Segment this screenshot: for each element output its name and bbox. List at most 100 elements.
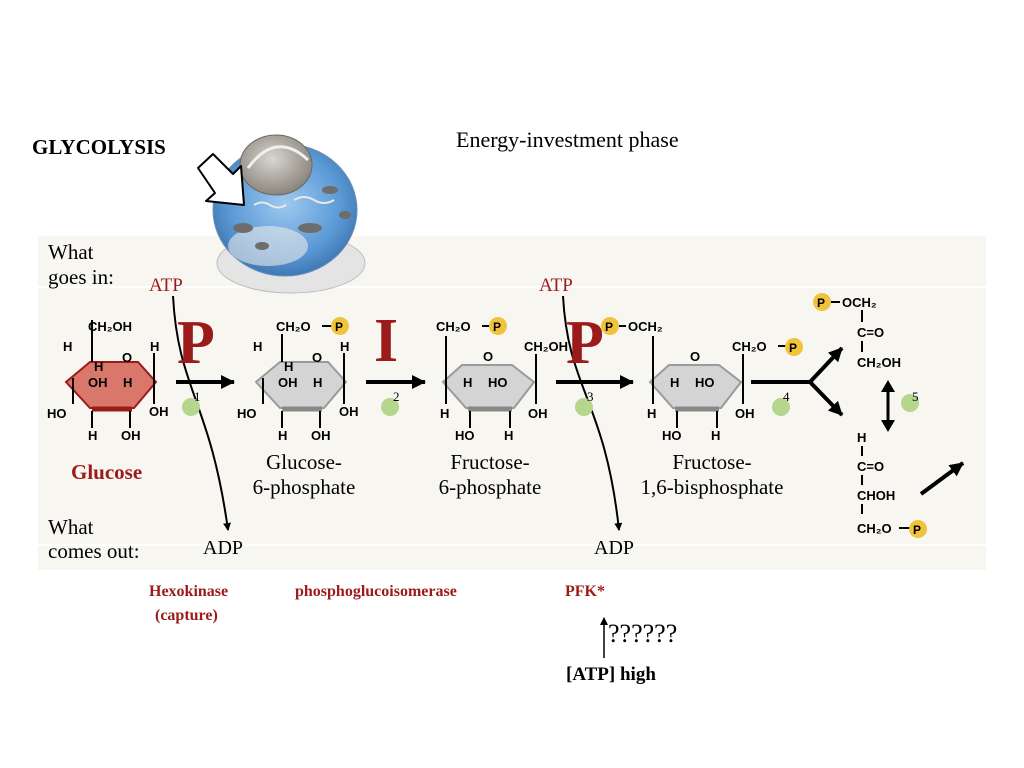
atom-label: H: [711, 428, 720, 443]
phosphate-label: P: [605, 320, 613, 334]
atp-input-2: ATP: [539, 275, 573, 296]
atom-label: CH₂O: [857, 521, 892, 536]
atom-label: OH: [528, 406, 548, 421]
page-title: GLYCOLYSIS: [32, 135, 166, 159]
step-number-3: 3: [587, 389, 594, 404]
isomerase-double-arrow: [881, 380, 895, 432]
g6p-label-line2: 6-phosphate: [253, 475, 356, 499]
glucose-structure: CH₂OH H O H H OH H OH HO H OH: [47, 319, 169, 443]
atom-label: HO: [662, 428, 682, 443]
atom-label: HO: [237, 406, 257, 421]
atom-label: CH₂O: [732, 339, 767, 354]
inputs-band: [38, 236, 986, 286]
f16bp-label-line2: 1,6-bisphosphate: [641, 475, 784, 499]
atom-label: CH₂O: [276, 319, 311, 334]
adp-output-2: ADP: [594, 537, 634, 559]
cell-illustration: [212, 134, 366, 294]
glucose-6-phosphate-structure: P CH₂O H O H H OH H OH HO H OH: [237, 317, 359, 443]
enzyme-hexokinase: Hexokinase: [149, 583, 228, 600]
step-marker-5: [901, 394, 919, 412]
phosphate-label: P: [789, 341, 797, 355]
step-marker-2: [381, 398, 399, 416]
atom-label: OH: [149, 404, 169, 419]
atom-label: OH: [278, 375, 298, 390]
atom-label: H: [63, 339, 72, 354]
continue-arrow: [919, 461, 965, 496]
phosphate-label: P: [817, 296, 825, 310]
atom-label: H: [670, 375, 679, 390]
atom-label: H: [123, 375, 132, 390]
band-divider: [38, 286, 986, 288]
atom-label: H: [88, 428, 97, 443]
band-divider-lower: [38, 544, 986, 546]
glucose-label: Glucose: [71, 460, 142, 484]
f6p-label-line1: Fructose-: [450, 450, 529, 474]
f6p-label-line2: 6-phosphate: [439, 475, 542, 499]
atom-label: HO: [488, 375, 508, 390]
enzyme-pfk: PFK*: [565, 583, 605, 600]
atom-label: CH₂O: [436, 319, 471, 334]
reaction-arrow-4-split: [751, 346, 844, 417]
outputs-label-line1: What: [48, 515, 94, 539]
pathway-band: [38, 288, 986, 570]
enzyme-phosphoglucoisomerase: phosphoglucoisomerase: [295, 583, 457, 600]
atom-label: H: [463, 375, 472, 390]
atom-label: OH: [88, 375, 108, 390]
atom-label: OH: [121, 428, 141, 443]
enzyme-hexokinase-note: (capture): [155, 607, 218, 624]
step-marker-1: [182, 398, 200, 416]
step-number-5: 5: [912, 389, 919, 404]
dihydroxyacetone-phosphate-structure: P OCH₂ C=O CH₂OH: [813, 293, 901, 370]
regulation-question: ??????: [608, 619, 677, 648]
atom-label: H: [857, 430, 866, 445]
big-letter-p1: P: [177, 309, 215, 377]
step-marker-3: [575, 398, 593, 416]
atom-label: H: [284, 359, 293, 374]
f16bp-label-line1: Fructose-: [672, 450, 751, 474]
step-number-2: 2: [393, 389, 400, 404]
atom-label: OH: [339, 404, 359, 419]
fructose-1-6-bisphosphate-structure: P OCH₂ O CH₂O P H HO H OH HO H: [601, 317, 803, 443]
atom-label: H: [253, 339, 262, 354]
step-number-4: 4: [783, 389, 790, 404]
inputs-label-line1: What: [48, 240, 94, 264]
atom-label: C=O: [857, 459, 884, 474]
atom-label: OCH₂: [842, 295, 877, 310]
atom-label: O: [312, 350, 322, 365]
atom-label: HO: [47, 406, 67, 421]
atom-label: O: [122, 350, 132, 365]
outputs-label-line2: comes out:: [48, 539, 140, 563]
glyceraldehyde-3-phosphate-structure: H C=O CHOH CH₂O P: [857, 430, 927, 538]
atom-label: H: [150, 339, 159, 354]
atp-input-1: ATP: [149, 275, 183, 296]
big-letter-i: I: [374, 307, 398, 375]
atom-label: HO: [695, 375, 715, 390]
atom-label: CH₂OH: [524, 339, 568, 354]
atom-label: OH: [311, 428, 331, 443]
regulation-atp-high: [ATP] high: [566, 664, 656, 685]
phosphate-label: P: [335, 320, 343, 334]
atom-label: CHOH: [857, 488, 895, 503]
atom-label: C=O: [857, 325, 884, 340]
g6p-label-line1: Glucose-: [266, 450, 342, 474]
atom-label: H: [313, 375, 322, 390]
atom-label: OH: [735, 406, 755, 421]
fructose-6-phosphate-structure: P CH₂O O CH₂OH H HO H OH HO H: [436, 317, 568, 443]
atom-label: CH₂OH: [88, 319, 132, 334]
atom-label: H: [94, 359, 103, 374]
phase-title: Energy-investment phase: [456, 127, 679, 152]
atom-label: H: [340, 339, 349, 354]
adp-output-1: ADP: [203, 537, 243, 559]
atom-label: O: [483, 349, 493, 364]
atom-label: H: [278, 428, 287, 443]
cell-pointer-arrow: [197, 153, 245, 206]
step-number-1: 1: [194, 389, 201, 404]
atom-label: H: [647, 406, 656, 421]
inputs-label-line2: goes in:: [48, 265, 114, 289]
big-letter-p2: P: [566, 309, 604, 377]
step-marker-4: [772, 398, 790, 416]
atom-label: O: [690, 349, 700, 364]
atom-label: H: [440, 406, 449, 421]
atom-label: CH₂OH: [857, 355, 901, 370]
